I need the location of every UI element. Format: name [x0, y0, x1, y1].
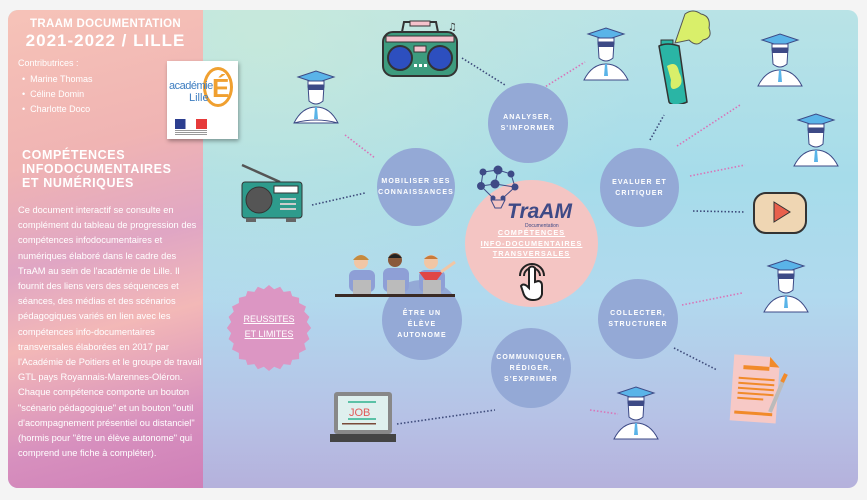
- section-title-line: COMPÉTENCES: [22, 148, 126, 162]
- traam-brand-sub: Documentation: [525, 223, 559, 229]
- node-label: EVALUER ET: [612, 178, 667, 186]
- node-label: COLLECTER,: [610, 310, 666, 317]
- badge-label: REUSSITES: [243, 314, 295, 324]
- republic-flag-icon: [175, 119, 207, 129]
- node-communiquer-rediger[interactable]: COMMUNIQUER, RÉDIGER, S'EXPRIMER: [491, 328, 571, 408]
- node-label: ANALYSER,: [503, 114, 553, 121]
- contributor-item: Céline Domin: [22, 87, 93, 102]
- graduate-student-icon[interactable]: [608, 383, 664, 445]
- touch-hand-icon: [519, 263, 545, 302]
- node-label: COMMUNIQUER,: [496, 353, 566, 361]
- link-mobiliser-radio: [311, 192, 366, 206]
- graduate-student-icon[interactable]: [752, 30, 808, 92]
- node-collecter-structurer[interactable]: COLLECTER, STRUCTURER: [598, 279, 678, 359]
- logo-text: Lille: [189, 92, 209, 104]
- node-label: ÉLÈVE: [407, 320, 437, 328]
- logo-letter: É: [212, 73, 230, 103]
- contributor-item: Marine Thomas: [22, 72, 92, 87]
- section-title: COMPÉTENCES INFODOCUMENTAIRES ET NUMÉRIQ…: [22, 148, 172, 190]
- video-play-icon[interactable]: [752, 190, 808, 236]
- graduate-student-icon[interactable]: [578, 24, 634, 86]
- link-mobiliser-student: [344, 134, 376, 159]
- node-evaluer-critiquer[interactable]: EVALUER ET CRITIQUER: [600, 148, 679, 227]
- logo-text: académie: [169, 80, 213, 92]
- laptop-job-icon[interactable]: JOB: [330, 390, 396, 444]
- node-label: ÊTRE UN: [402, 309, 442, 317]
- logo-caption: [175, 130, 207, 135]
- node-label: STRUCTURER: [608, 321, 668, 328]
- center-title-line: TRANSVERSALES: [492, 249, 571, 258]
- laptop-screen-text: JOB: [349, 407, 370, 419]
- radio-icon[interactable]: [240, 162, 304, 224]
- node-analyser-s-informer[interactable]: ANALYSER, S'INFORMER: [488, 83, 568, 163]
- section-title-line: INFODOCUMENTAIRES: [22, 162, 172, 176]
- graduate-student-icon[interactable]: [758, 256, 814, 318]
- node-label: AUTONOME: [397, 331, 447, 339]
- graduate-student-icon[interactable]: [288, 67, 344, 129]
- traam-brand: TraAM: [507, 200, 572, 223]
- link-evaluer-spray: [649, 114, 665, 141]
- node-label: MOBILISER SES: [381, 178, 451, 185]
- node-label: S'INFORMER: [500, 125, 556, 132]
- spray-can-icon[interactable]: [655, 8, 715, 104]
- node-label: S'EXPRIMER: [504, 375, 558, 383]
- node-label: CRITIQUER: [615, 189, 664, 197]
- link-communiquer-laptop: [396, 409, 496, 425]
- description-text: Ce document interactif se consulte en co…: [18, 205, 202, 459]
- logo-e-mark: É: [203, 67, 233, 107]
- students-laptops-illustration: [335, 253, 456, 297]
- link-evaluer-student2: [689, 164, 746, 177]
- svg-text:♫: ♫: [448, 22, 457, 33]
- node-label: CONNAISSANCES: [378, 189, 454, 196]
- badge-label: ET LIMITES: [244, 329, 294, 339]
- contributors-label: Contributrices :: [18, 58, 79, 68]
- section-title-line: ET NUMÉRIQUES: [22, 176, 134, 190]
- link-analyser-boombox: [461, 57, 506, 86]
- link-evaluer-video: [692, 210, 745, 213]
- link-collecter-student: [681, 292, 743, 306]
- contributor-item: Charlotte Doco: [22, 102, 93, 117]
- link-communiquer-student: [589, 409, 619, 415]
- sidebar-title: TRAAM DOCUMENTATION: [30, 18, 181, 30]
- academie-lille-logo[interactable]: É académie Lille: [167, 61, 238, 139]
- node-mobiliser-connaissances[interactable]: MOBILISER SES CONNAISSANCES: [377, 148, 455, 226]
- link-evaluer-student1: [676, 104, 741, 147]
- graduate-student-icon[interactable]: [788, 110, 844, 172]
- contributors-list: Marine Thomas Céline Domin Charlotte Doc…: [22, 72, 93, 117]
- center-title-line: COMPÉTENCES: [497, 228, 566, 237]
- node-label: RÉDIGER,: [509, 364, 553, 372]
- center-hub-competences[interactable]: TraAM Documentation COMPÉTENCES INFO-DOC…: [465, 165, 598, 307]
- document-pen-icon[interactable]: [726, 352, 790, 424]
- boombox-icon[interactable]: ♫: [380, 18, 460, 78]
- reussites-limites-badge[interactable]: REUSSITES ET LIMITES: [226, 285, 312, 371]
- sidebar-subtitle: 2021-2022 / LILLE: [25, 31, 186, 50]
- link-collecter-document: [673, 347, 718, 371]
- center-title-line: INFO-DOCUMENTAIRES: [480, 239, 583, 248]
- network-bulb-icon: [477, 165, 519, 209]
